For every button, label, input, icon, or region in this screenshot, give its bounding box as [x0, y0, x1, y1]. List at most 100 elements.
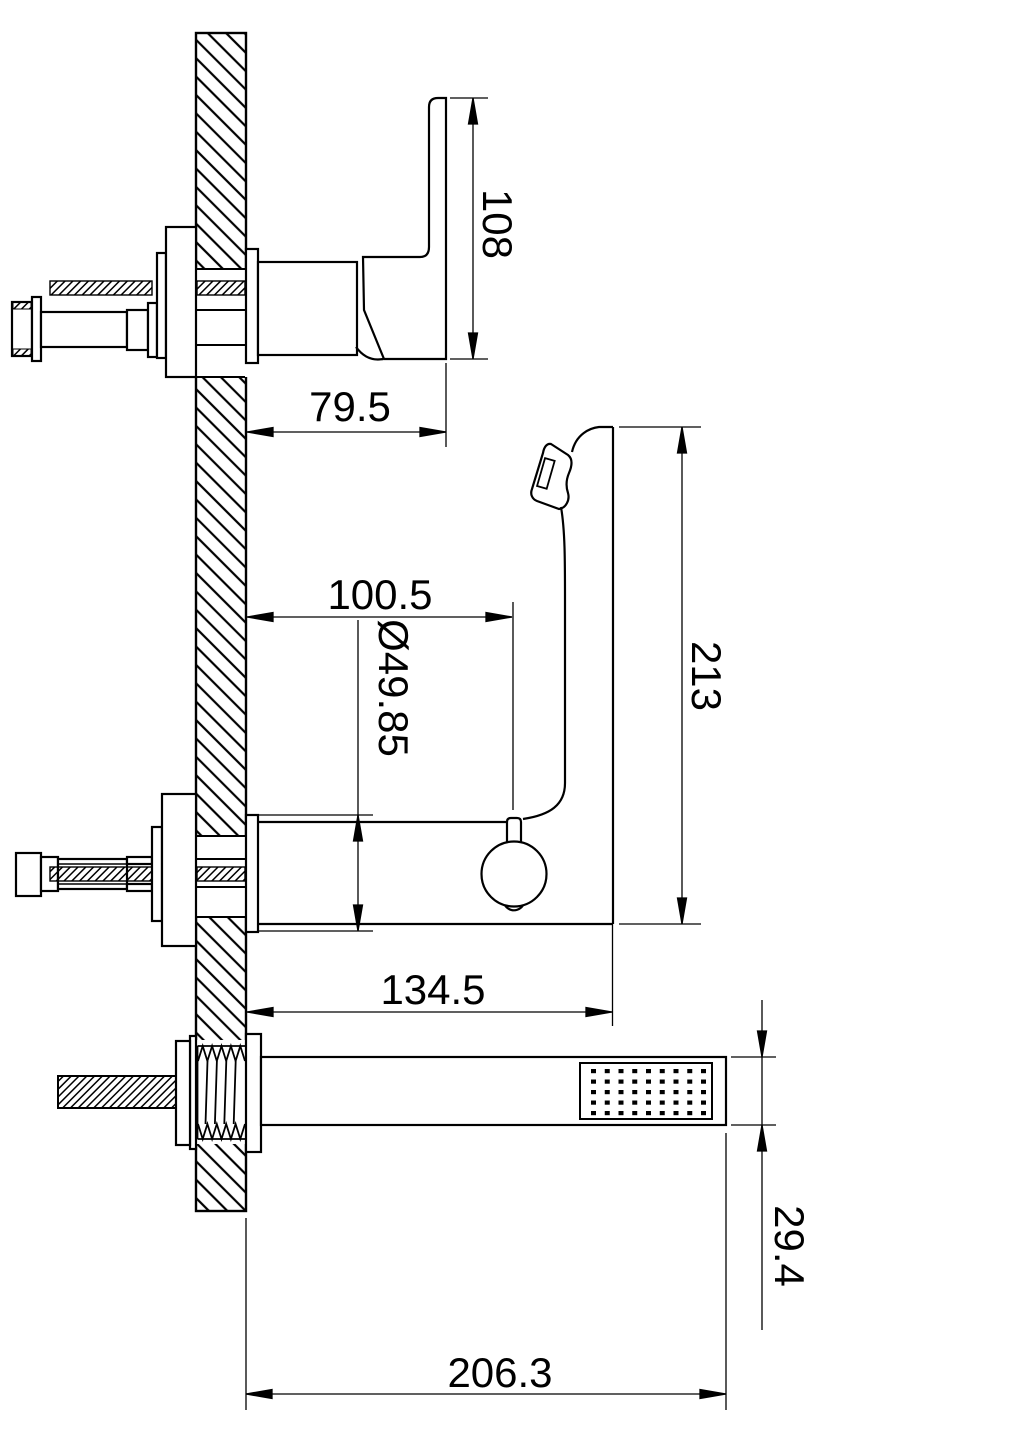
- spray-dot: [618, 1100, 624, 1105]
- valve-threaded-stud: [49, 280, 153, 296]
- spray-dot: [604, 1100, 610, 1105]
- spray-dot: [687, 1069, 693, 1074]
- dim-trim-diameter: [258, 620, 373, 932]
- valve-step-flange: [146, 301, 159, 359]
- valve-nut-block: [125, 308, 150, 352]
- spray-dot: [591, 1079, 596, 1084]
- spout-tail-block: [14, 851, 43, 898]
- control-valve-assembly: [10, 96, 448, 379]
- spray-dot: [659, 1069, 665, 1074]
- diverter-knob: [480, 840, 548, 908]
- dim-label-spout-total-height: 213: [683, 641, 730, 711]
- handshower-supply-pipe: [57, 1075, 177, 1109]
- spout-mid-flange: [150, 825, 164, 923]
- spray-dot: [591, 1111, 596, 1116]
- dock-head-slot: [535, 457, 556, 490]
- valve-trim-plate: [244, 247, 260, 365]
- spray-dot: [673, 1069, 679, 1074]
- spray-dot: [604, 1079, 610, 1084]
- wall-section: [194, 31, 248, 1213]
- dim-label-diverter-offset: 100.5: [327, 571, 432, 618]
- dim-label-wand-projection: 206.3: [447, 1349, 552, 1396]
- nipple-thread-bottom: [197, 1120, 246, 1143]
- spray-dot: [591, 1069, 596, 1074]
- spray-dot: [659, 1079, 665, 1084]
- arrowhead: [352, 814, 364, 932]
- spray-dot: [701, 1100, 706, 1105]
- spray-dot: [659, 1100, 665, 1105]
- spray-dot: [687, 1100, 693, 1105]
- arrowhead: [246, 1006, 613, 1018]
- valve-tail-cap: [10, 300, 34, 358]
- wall-hole-bottom: [194, 1040, 248, 1144]
- valve-cartridge-body: [256, 260, 359, 357]
- spray-dots: [591, 1069, 706, 1116]
- arrowhead: [246, 426, 447, 438]
- dim-label-handle-height: 108: [474, 189, 521, 259]
- spray-dot: [701, 1090, 706, 1095]
- spray-dot: [604, 1069, 610, 1074]
- spray-dot: [673, 1090, 679, 1095]
- spray-face-frame: [579, 1062, 713, 1120]
- spray-dot: [659, 1111, 665, 1116]
- dim-handle-projection: [246, 426, 447, 438]
- arrowhead: [676, 426, 688, 925]
- spout-assembly: [14, 425, 615, 948]
- valve-wall-sleeve-lines: [197, 268, 246, 378]
- spray-dot: [646, 1090, 651, 1095]
- valve-escutcheon-back: [164, 225, 198, 379]
- dimension-line: [258, 620, 373, 932]
- nipple-thread-top: [197, 1042, 246, 1065]
- spray-dot: [673, 1111, 679, 1116]
- dim-handle-height: [445, 97, 488, 447]
- arrowhead: [246, 611, 513, 623]
- nipple-thread-flanks: [204, 1060, 237, 1125]
- spray-dot: [659, 1090, 665, 1095]
- diverter-stem: [505, 816, 523, 842]
- dim-spout-projection: [246, 1006, 613, 1018]
- spout-pipe-inner-lines: [58, 863, 127, 885]
- arrowhead: [756, 1030, 768, 1152]
- spray-dot: [632, 1069, 638, 1074]
- arrowhead: [467, 97, 479, 360]
- spray-dot: [632, 1111, 638, 1116]
- spray-dot: [687, 1111, 693, 1116]
- spray-dot: [632, 1100, 638, 1105]
- dimension-line: [245, 1133, 727, 1410]
- spout-threaded-stud-in-wall: [196, 866, 246, 882]
- spray-dot: [646, 1069, 651, 1074]
- spray-dot: [646, 1079, 651, 1084]
- spray-dot: [618, 1090, 624, 1095]
- spray-dot: [687, 1090, 693, 1095]
- spray-dot: [701, 1069, 706, 1074]
- spray-dot: [632, 1090, 638, 1095]
- spray-dot: [591, 1100, 596, 1105]
- handshower-hose: [522, 506, 567, 821]
- handle-base-arc: [355, 346, 384, 361]
- dimension-line: [450, 97, 488, 360]
- handshower-dock-head: [530, 442, 573, 511]
- spray-dot: [604, 1111, 610, 1116]
- spout-trim-plate: [244, 813, 260, 934]
- spout-rail-top: [125, 855, 154, 866]
- spray-dot: [618, 1079, 624, 1084]
- arrowhead: [245, 1388, 727, 1400]
- handshower-wand-body: [259, 1055, 728, 1127]
- hand-shower-assembly: [57, 1032, 728, 1154]
- dimension-graphics: [245, 97, 776, 1410]
- tail-cap-knurl-top: [12, 301, 32, 310]
- spray-dot: [618, 1111, 624, 1116]
- threaded-nipple: [196, 1042, 246, 1143]
- handshower-trim-ring: [244, 1032, 263, 1154]
- spout-top-curve: [570, 425, 613, 453]
- spout-escutcheon-back: [160, 792, 198, 948]
- dim-label-trim-diameter: Ø49.85: [370, 619, 417, 757]
- dim-label-handle-projection: 79.5: [309, 383, 391, 430]
- spout-threaded-stud: [49, 866, 153, 882]
- spout-rail-bottom: [125, 882, 154, 893]
- dim-diverter-offset: [246, 602, 514, 810]
- spray-dot: [604, 1090, 610, 1095]
- handshower-flange-a: [174, 1039, 192, 1147]
- spray-dot: [701, 1111, 706, 1116]
